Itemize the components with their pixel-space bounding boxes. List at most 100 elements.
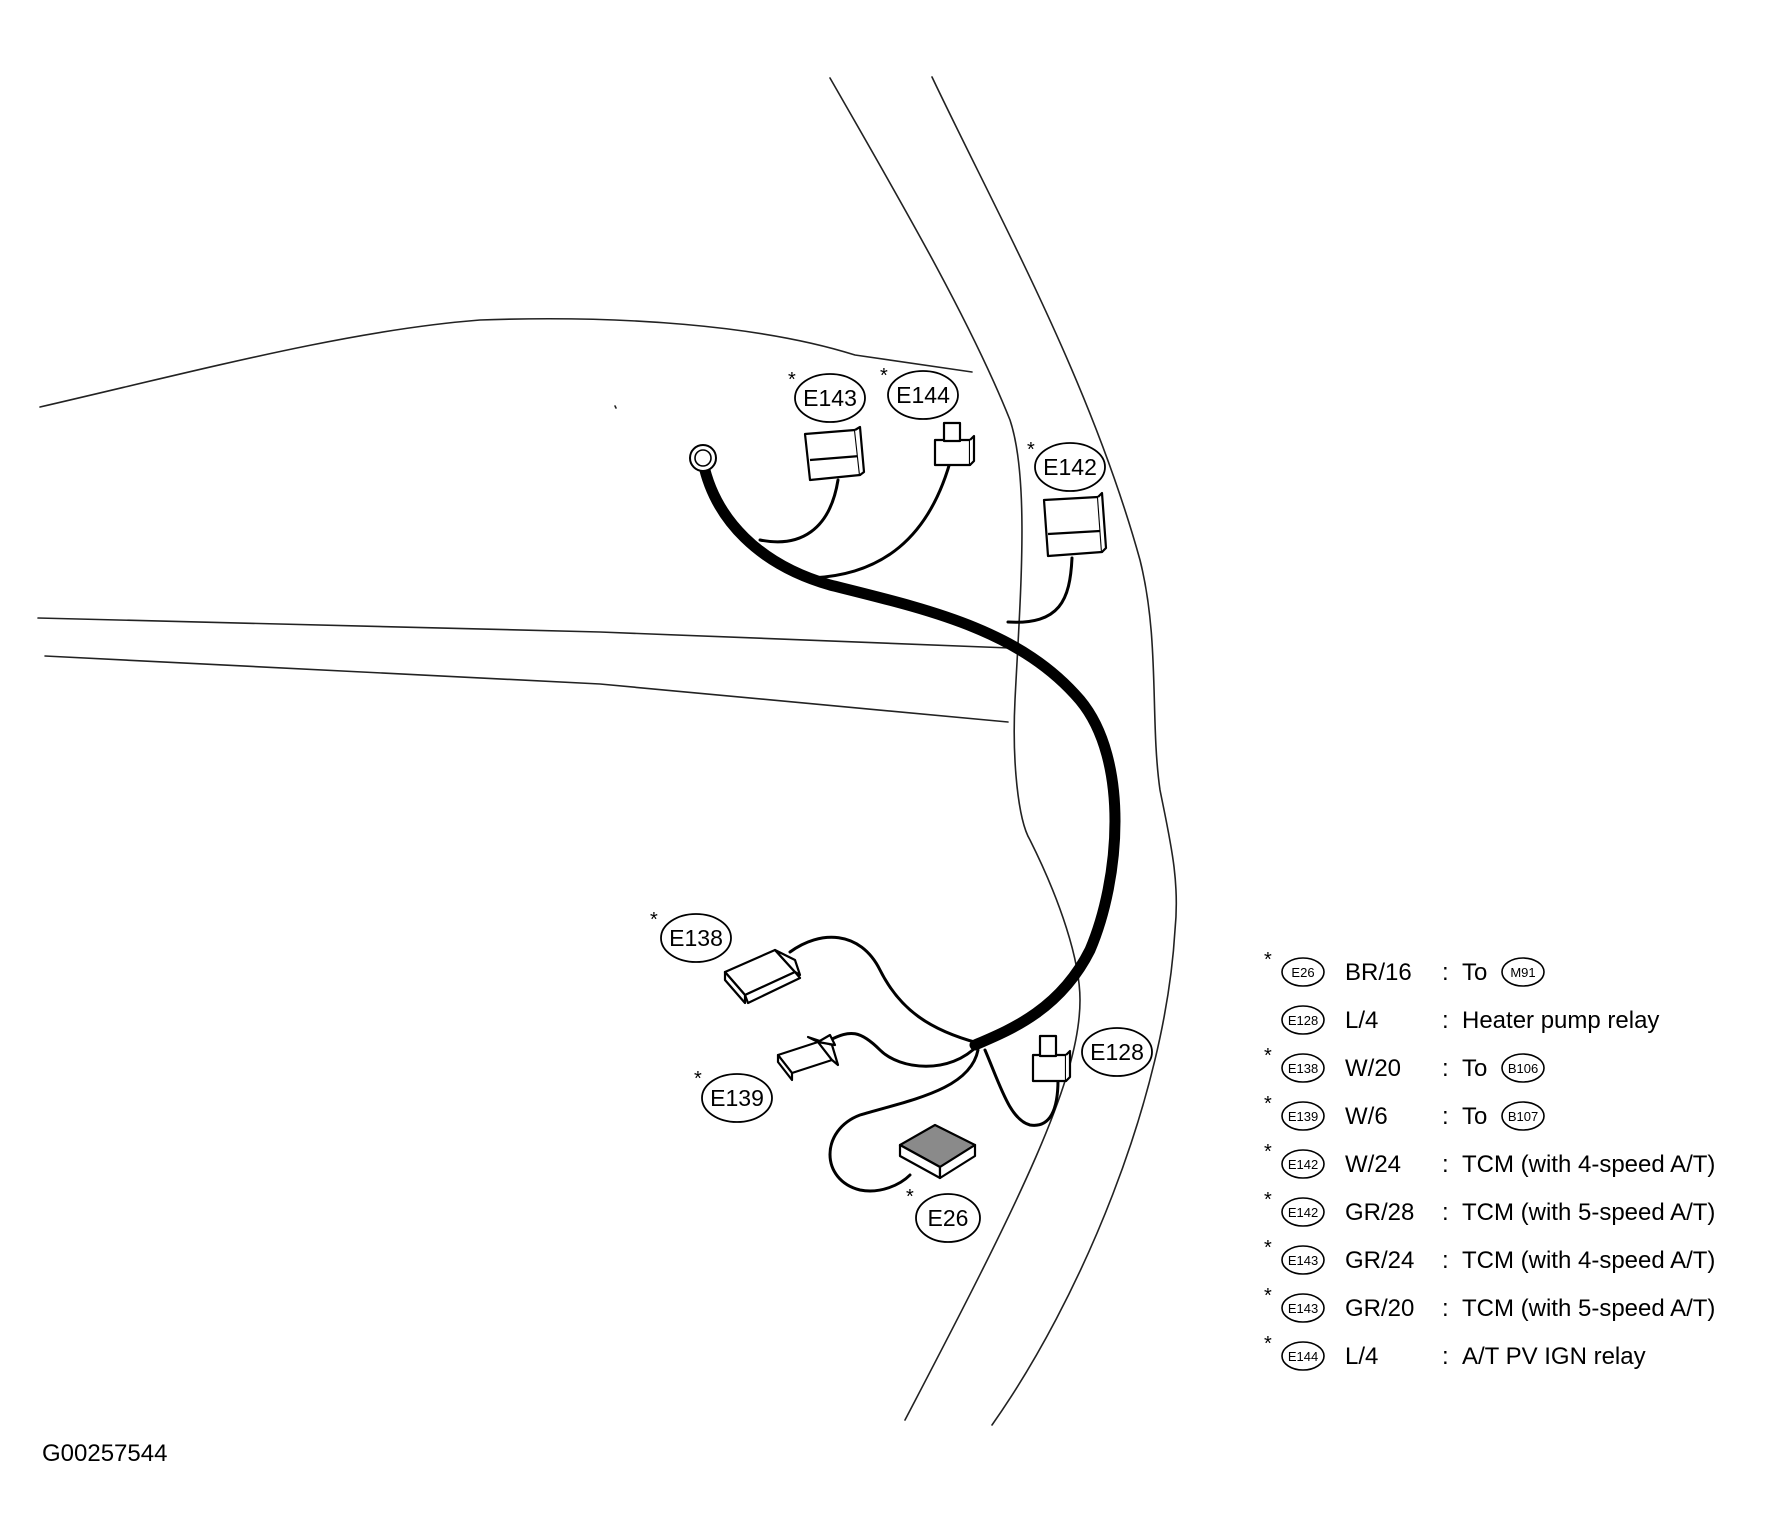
legend-reference-badge — [1501, 1101, 1545, 1131]
legend-wire-spec: GR/24 — [1345, 1247, 1414, 1274]
branch-e26 — [828, 1048, 980, 1193]
legend-connector-code: E142 — [1288, 1157, 1318, 1172]
connectors — [723, 421, 1108, 1180]
body-line-fender-outer — [931, 76, 1178, 1426]
legend-wire-spec: GR/28 — [1345, 1199, 1414, 1226]
ground-eyelet-inner — [694, 449, 712, 467]
legend-separator: : — [1442, 959, 1449, 986]
legend-connector-badge — [1281, 1149, 1325, 1179]
legend-reference-badge — [1501, 957, 1545, 987]
legend-row: * E142 GR/28: TCM (with 5-speed A/T) — [1264, 1189, 1715, 1227]
connector-e138 — [723, 948, 802, 1005]
legend-description: TCM (with 4-speed A/T) — [1462, 1151, 1715, 1178]
body-line-reference-mark — [614, 405, 617, 409]
connector-e143 — [803, 425, 866, 482]
callout-e26: * E26 — [906, 1186, 981, 1243]
legend-description: To — [1462, 959, 1487, 986]
legend-wire-spec: W/24 — [1345, 1151, 1401, 1178]
legend-connector-badge — [1281, 1293, 1325, 1323]
legend-separator: : — [1442, 1055, 1449, 1082]
callout-e144: * E144 — [880, 365, 959, 420]
vehicle-body-outline — [37, 76, 1178, 1426]
legend-reference-badge — [1501, 1053, 1545, 1083]
legend-row: * E144 L/4: A/T PV IGN relay — [1264, 1333, 1646, 1371]
legend-wire-spec: W/6 — [1345, 1103, 1388, 1130]
legend-reference-code: B107 — [1508, 1109, 1538, 1124]
legend-connector-badge — [1281, 1341, 1325, 1371]
branch-e143 — [758, 478, 840, 544]
legend-star: * — [1264, 1189, 1272, 1211]
legend-star: * — [1264, 1237, 1272, 1259]
legend-wire-spec: W/20 — [1345, 1055, 1401, 1082]
connector-callouts: * E143 * E144 * E142 * E138 * E139 — [650, 365, 1153, 1243]
branch-e138 — [788, 935, 980, 1045]
callout-e142: * E142 — [1027, 439, 1106, 492]
legend-star: * — [1264, 1333, 1272, 1355]
callout-e138-star: * — [650, 909, 658, 931]
callout-e144-code: E144 — [896, 382, 950, 408]
legend-connector-code: E138 — [1288, 1061, 1318, 1076]
callout-e143: * E143 — [788, 369, 866, 423]
legend-separator: : — [1442, 1247, 1449, 1274]
legend-connector-badge — [1281, 1101, 1325, 1131]
legend-connector-code: E26 — [1291, 965, 1314, 980]
legend-connector-code: E142 — [1288, 1205, 1318, 1220]
legend-connector-code: E144 — [1288, 1349, 1318, 1364]
callout-e139-star: * — [694, 1068, 702, 1090]
body-line-upper-rail — [37, 617, 1011, 649]
legend-description: Heater pump relay — [1462, 1007, 1659, 1034]
legend-row: E128 L/4: Heater pump relay — [1281, 1005, 1659, 1035]
legend-star: * — [1264, 1285, 1272, 1307]
legend-description: TCM (with 5-speed A/T) — [1462, 1199, 1715, 1226]
legend-separator: : — [1442, 1295, 1449, 1322]
harness — [689, 444, 1121, 1193]
callout-e26-code: E26 — [928, 1205, 969, 1231]
legend-description: To — [1462, 1103, 1487, 1130]
legend-description: A/T PV IGN relay — [1462, 1343, 1646, 1370]
legend-connector-badge — [1281, 1245, 1325, 1275]
legend-separator: : — [1442, 1199, 1449, 1226]
callout-e139: * E139 — [694, 1068, 773, 1123]
connector-e144 — [933, 421, 976, 467]
legend-connector-badge — [1281, 1005, 1325, 1035]
legend-wire-spec: L/4 — [1345, 1007, 1378, 1034]
callout-e128: * E128 — [1081, 1027, 1153, 1077]
legend-connector-code: E143 — [1288, 1253, 1318, 1268]
legend-separator: : — [1442, 1007, 1449, 1034]
body-line-lower-rail — [44, 655, 1009, 723]
connector-e142 — [1042, 491, 1108, 558]
callout-e143-star: * — [788, 369, 796, 391]
legend-reference-code: B106 — [1508, 1061, 1538, 1076]
branch-e128 — [983, 1048, 1060, 1127]
connector-e128 — [1031, 1034, 1072, 1083]
callout-e26-star: * — [906, 1186, 914, 1208]
connector-e26 — [898, 1123, 977, 1180]
legend-description: To — [1462, 1055, 1487, 1082]
legend-connector-code: E128 — [1288, 1013, 1318, 1028]
callout-e139-code: E139 — [710, 1085, 764, 1111]
legend-wire-spec: BR/16 — [1345, 959, 1412, 986]
callout-e142-star: * — [1027, 439, 1035, 461]
legend-connector-badge — [1281, 957, 1325, 987]
legend-connector-badge — [1281, 1053, 1325, 1083]
legend-reference-code: M91 — [1510, 965, 1535, 980]
body-line-hood-edge — [39, 317, 973, 408]
callout-e128-code: E128 — [1090, 1039, 1144, 1065]
callout-e138: * E138 — [650, 909, 732, 963]
body-line-fender-inner — [829, 77, 1081, 1421]
legend-wire-spec: GR/20 — [1345, 1295, 1414, 1322]
legend-description: TCM (with 5-speed A/T) — [1462, 1295, 1715, 1322]
legend-separator: : — [1442, 1103, 1449, 1130]
legend-wire-spec: L/4 — [1345, 1343, 1378, 1370]
branch-e144 — [810, 453, 954, 580]
legend-separator: : — [1442, 1343, 1449, 1370]
harness-main-trunk — [697, 456, 1121, 1051]
figure-id: G00257544 — [42, 1440, 168, 1467]
